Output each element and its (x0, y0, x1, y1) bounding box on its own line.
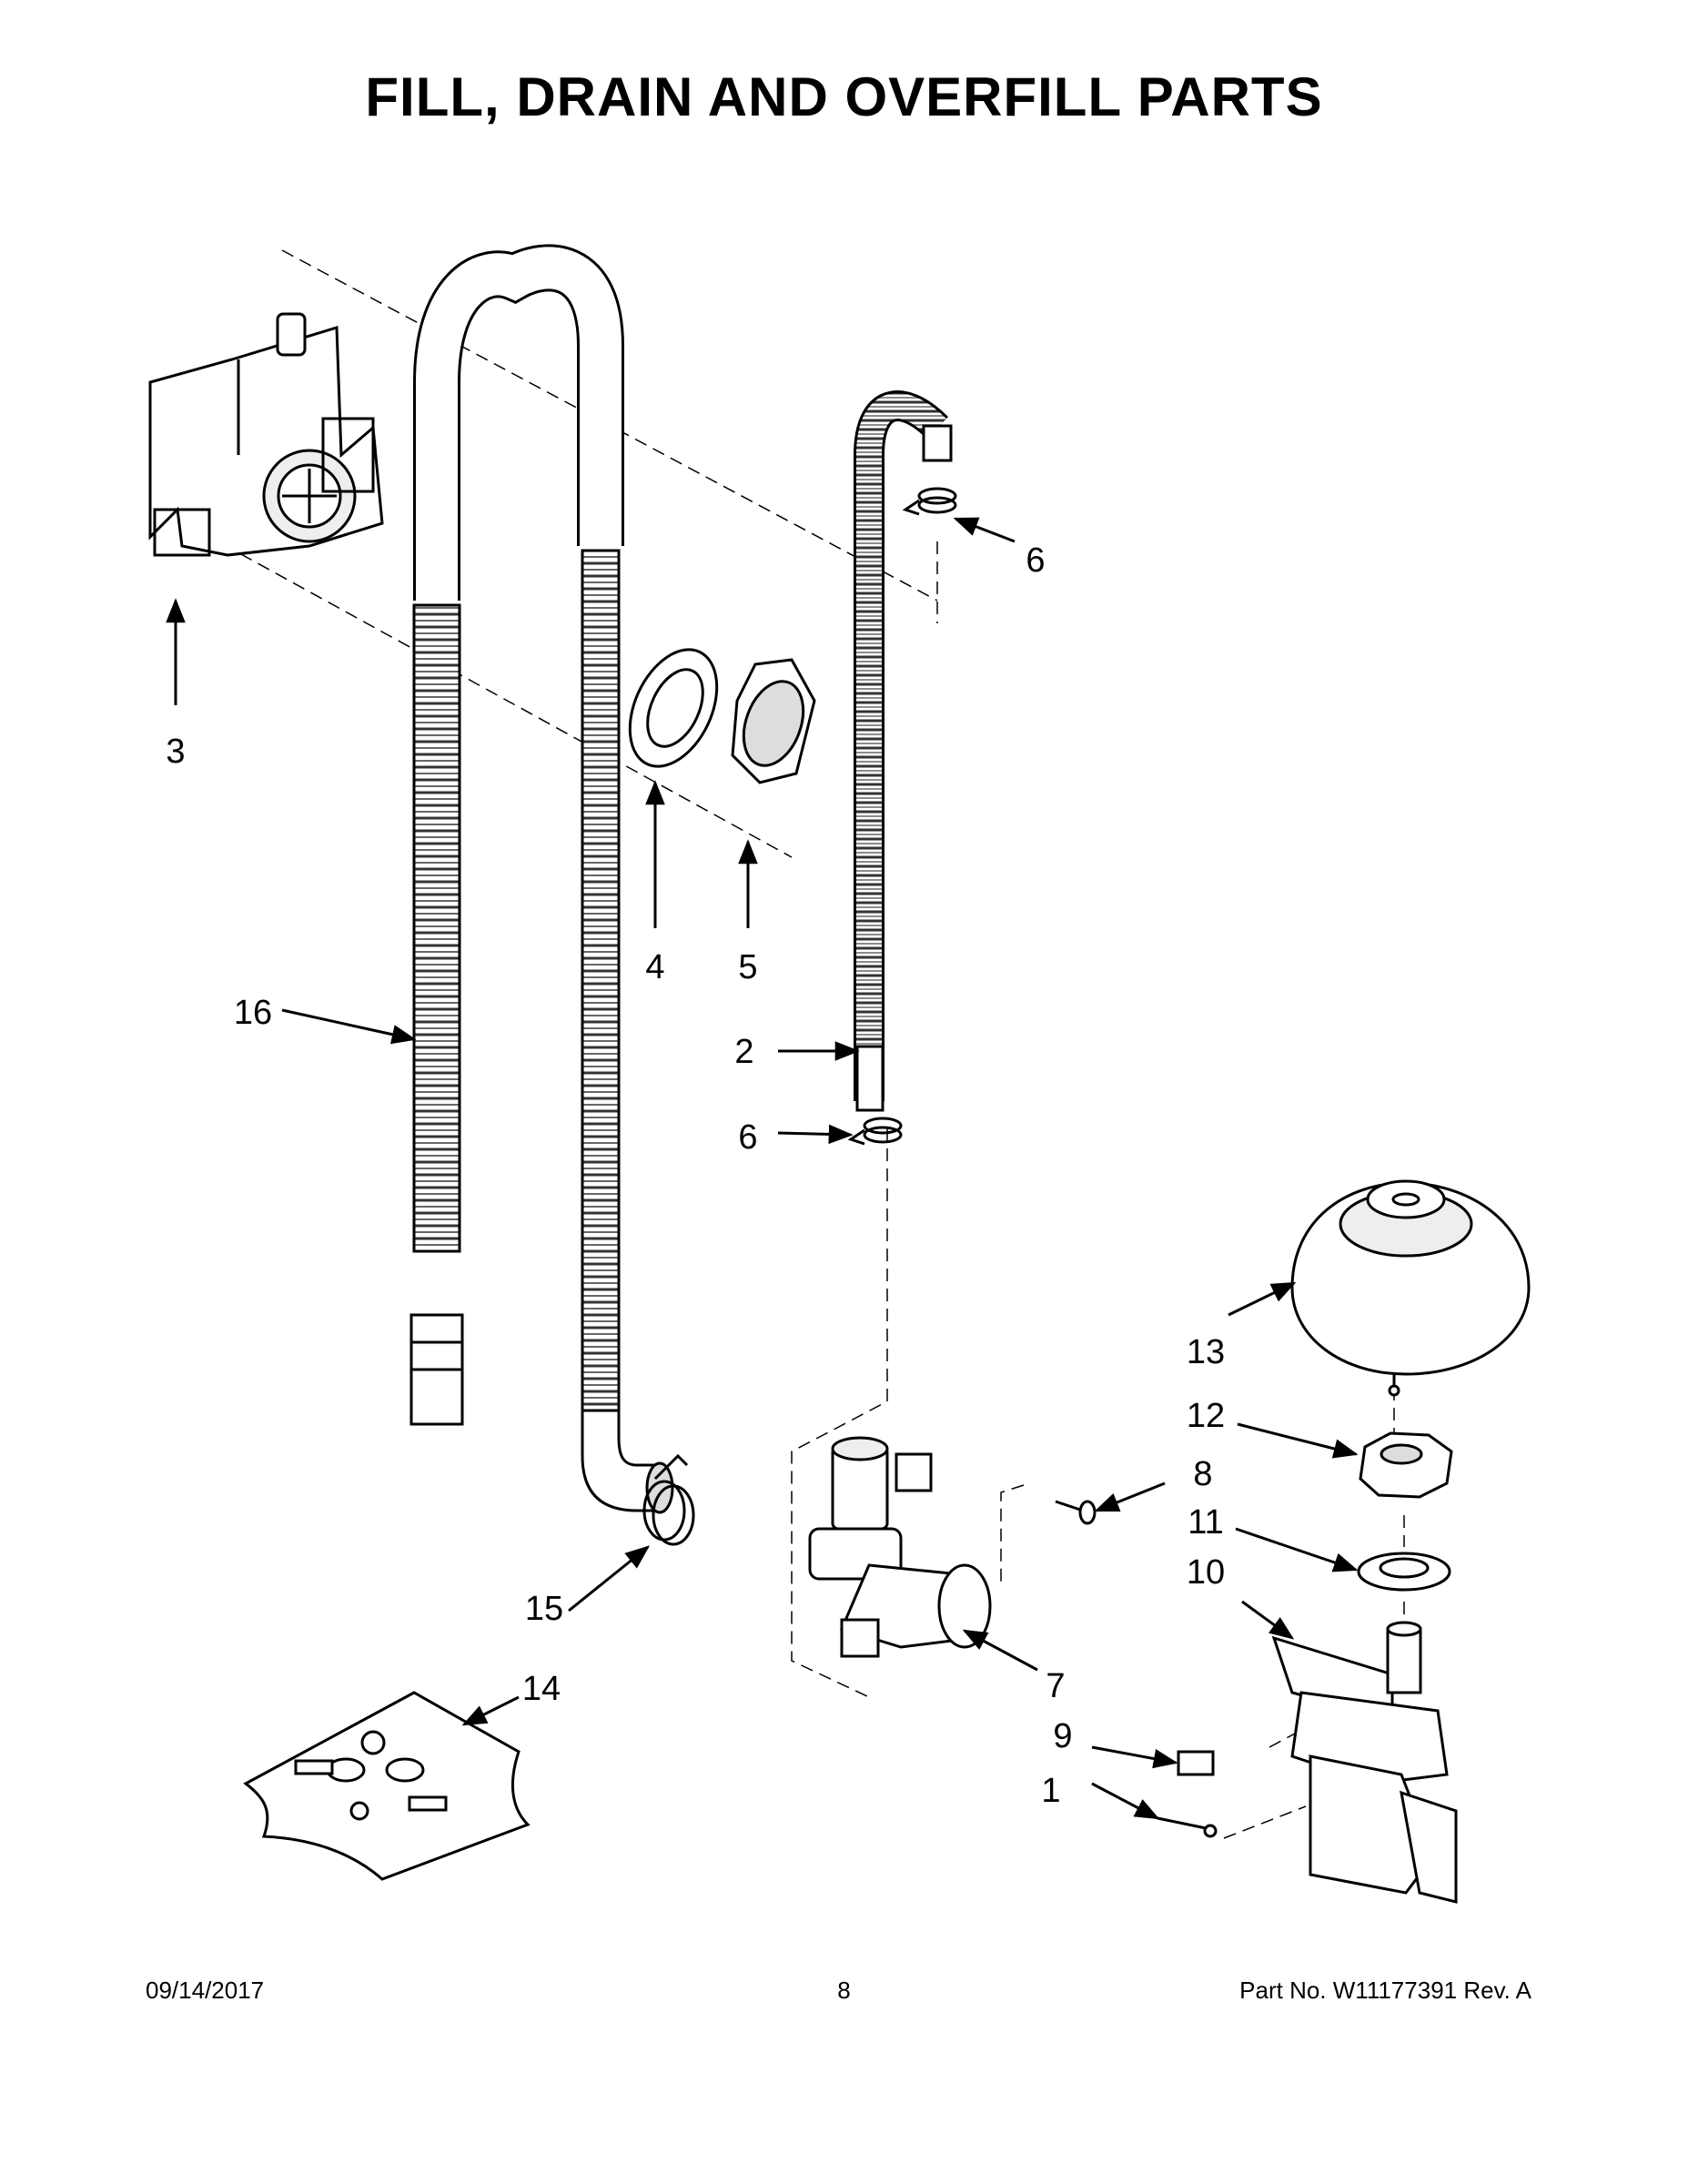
callout-11: 11 (1188, 1503, 1223, 1542)
callout-13: 13 (1187, 1333, 1225, 1371)
callout-1: 1 (1041, 1772, 1060, 1810)
drain-hose (409, 244, 674, 1514)
callout-3: 3 (166, 733, 185, 771)
callout-10: 10 (1187, 1553, 1225, 1592)
hardware-bag-part (243, 1691, 531, 1881)
footer-page-number: 8 (837, 1977, 851, 2004)
callout-2: 2 (734, 1033, 753, 1071)
callout-9: 9 (1053, 1717, 1072, 1755)
screw-part (1055, 1500, 1097, 1525)
gasket-ring-part (628, 648, 719, 768)
callout-15: 15 (525, 1590, 563, 1628)
switch-bracket-part (1157, 1621, 1458, 1904)
callout-4: 4 (645, 948, 664, 986)
hose-clamps (847, 487, 957, 1146)
drain-clamp-part (642, 1453, 695, 1546)
footer-part-number: Part No. W11177391 Rev. A (1239, 1977, 1531, 2004)
callout-6-lower: 6 (738, 1118, 757, 1157)
float-gasket-part (1357, 1552, 1451, 1592)
inlet-valve-part (808, 1436, 992, 1658)
callout-16: 16 (234, 994, 272, 1032)
callout-7: 7 (1046, 1667, 1065, 1705)
callout-14: 14 (522, 1670, 561, 1708)
vent-assembly (148, 312, 384, 557)
callout-8: 8 (1193, 1455, 1212, 1493)
float-nut-part (1359, 1431, 1453, 1499)
fill-hose (854, 390, 953, 1112)
callout-labels: 1 2 3 4 5 6 6 7 8 9 10 11 12 13 14 15 16 (166, 541, 1225, 1810)
footer-date: 09/14/2017 (146, 1977, 265, 2004)
callout-6-upper: 6 (1026, 541, 1045, 580)
callout-leaders (166, 517, 1359, 1820)
page-title: FILL, DRAIN AND OVERFILL PARTS (365, 66, 1323, 127)
callout-12: 12 (1187, 1397, 1225, 1435)
alignment-lines (222, 249, 1405, 1839)
callout-5: 5 (738, 948, 757, 986)
float-cap-part (1290, 1179, 1531, 1397)
hex-nut-part (731, 658, 816, 784)
